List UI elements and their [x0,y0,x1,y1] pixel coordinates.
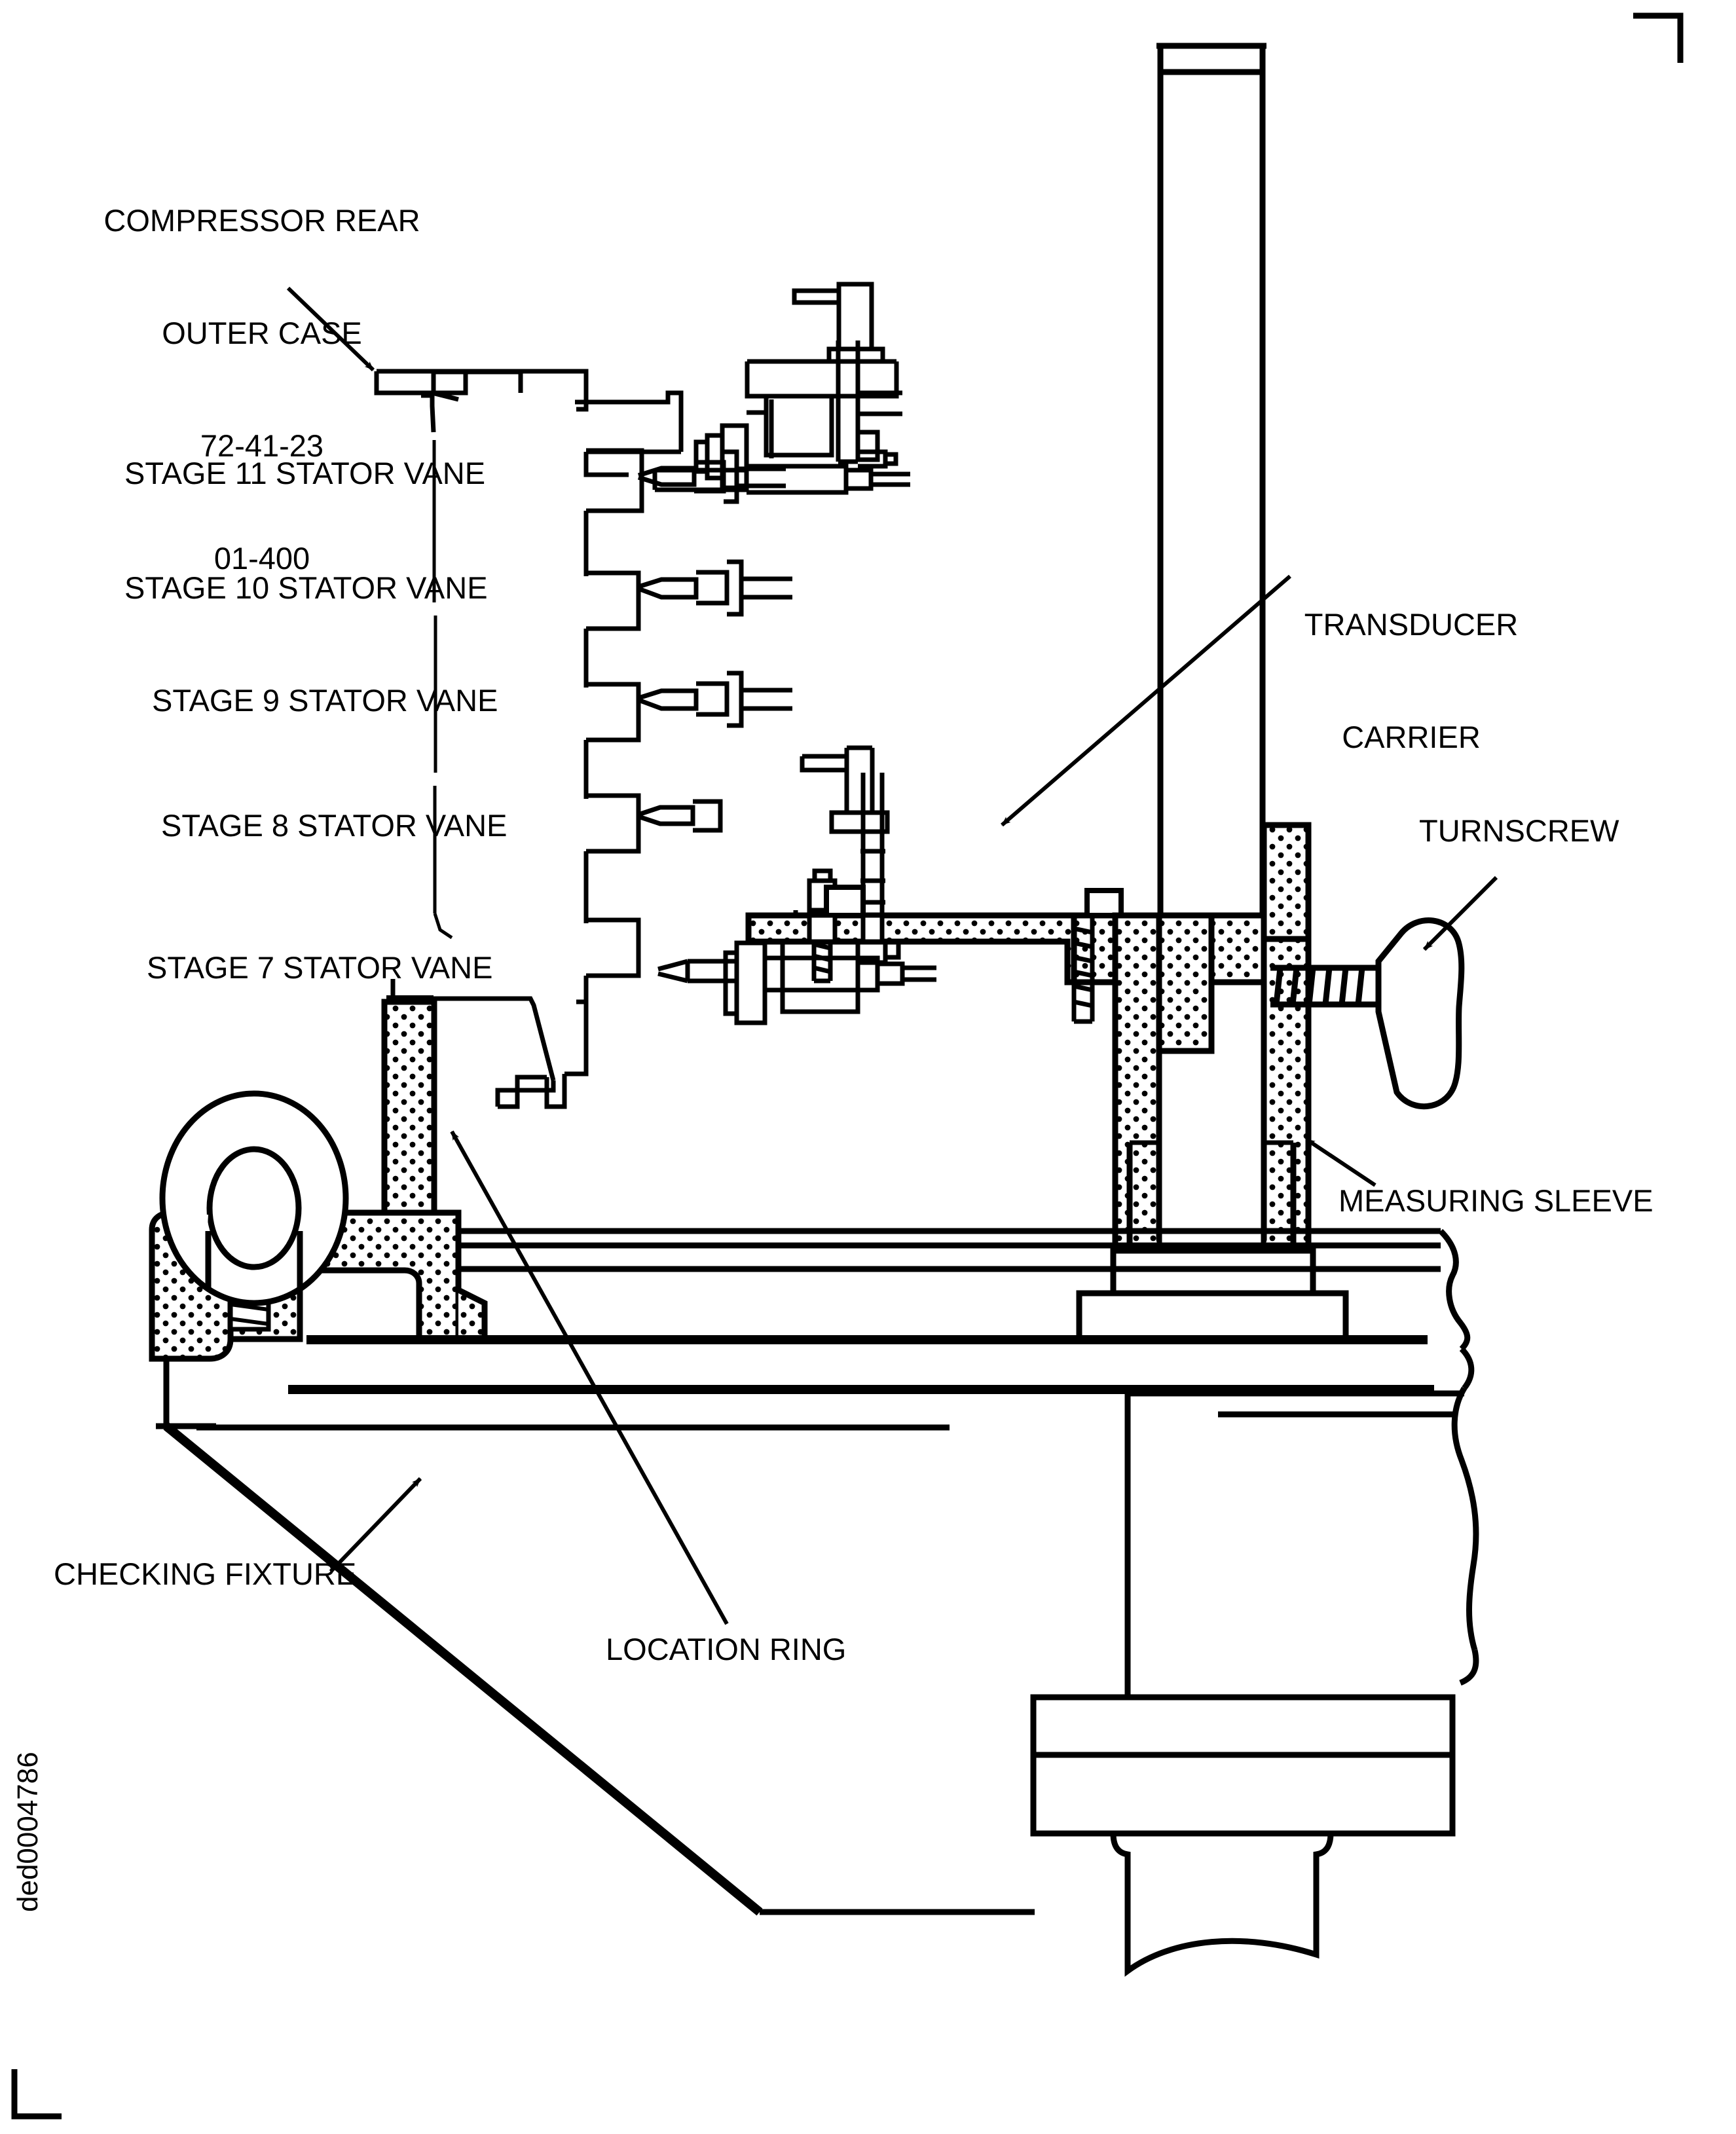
leader-checking-fixture [329,1477,422,1573]
callout-line-4: 01-400 [213,540,310,576]
callout-checking-fixture: CHECKING FIXTURE [54,1556,357,1591]
case-main-body [156,1228,1479,1916]
callout-stage-10-stator-vane: STAGE 10 STATOR VANE [124,570,488,605]
leader-location-ring [450,1130,729,1625]
bottom-hub [1030,1694,1456,1977]
illustration-id: ded0004786 [12,1752,44,1912]
leader-measuring-sleeve [1305,1137,1376,1187]
case-center-break-line [432,440,453,940]
transducer-assembly-stage-7 [657,745,936,1025]
callout-stage-9-stator-vane: STAGE 9 STATOR VANE [152,683,498,718]
callout-line-1: COMPRESSOR REAR [103,202,420,238]
callout-compressor-rear-outer-case: COMPRESSOR REAR OUTER CASE 72-41-23 01-4… [65,126,458,652]
callout-transducer-carrier: TRANSDUCER CARRIER [1270,530,1552,831]
leader-turnscrew [1422,875,1498,951]
probe-stage-10 [637,559,792,617]
callout-stage-8-stator-vane: STAGE 8 STATOR VANE [161,808,508,843]
compressor-rear-outer-case-profile [374,369,684,1109]
callout-location-ring: LOCATION RING [606,1632,847,1666]
callout-line-1: TRANSDUCER [1304,606,1519,642]
crop-mark-bottom-left [11,2069,62,2120]
probe-stage-11 [637,449,786,504]
callout-line-2: CARRIER [1342,719,1481,754]
callout-line-3: 72-41-23 [200,428,324,463]
leader-transducer-carrier [1001,574,1291,827]
callout-turnscrew: TURNSCREW [1419,813,1619,848]
callout-stage-11-stator-vane: STAGE 11 STATOR VANE [124,456,486,490]
leader-compressor-case [286,286,375,372]
crop-mark-top-right [1633,12,1684,63]
column-base [1066,1247,1362,1344]
callout-measuring-sleeve: MEASURING SLEEVE [1339,1183,1653,1218]
callout-stage-7-stator-vane: STAGE 7 STATOR VANE [147,950,493,985]
probe-stage-9 [637,671,792,728]
callout-line-2: OUTER CASE [162,315,362,350]
measuring-column [1156,43,1266,915]
lifting-eye [159,1090,349,1306]
transducer-assembly-stage-11 [652,282,910,495]
carrier-clamp-screw [1071,917,1095,1024]
turnscrew [1270,917,1465,1110]
location-ring [381,995,437,1234]
probe-stage-8 [637,799,723,833]
